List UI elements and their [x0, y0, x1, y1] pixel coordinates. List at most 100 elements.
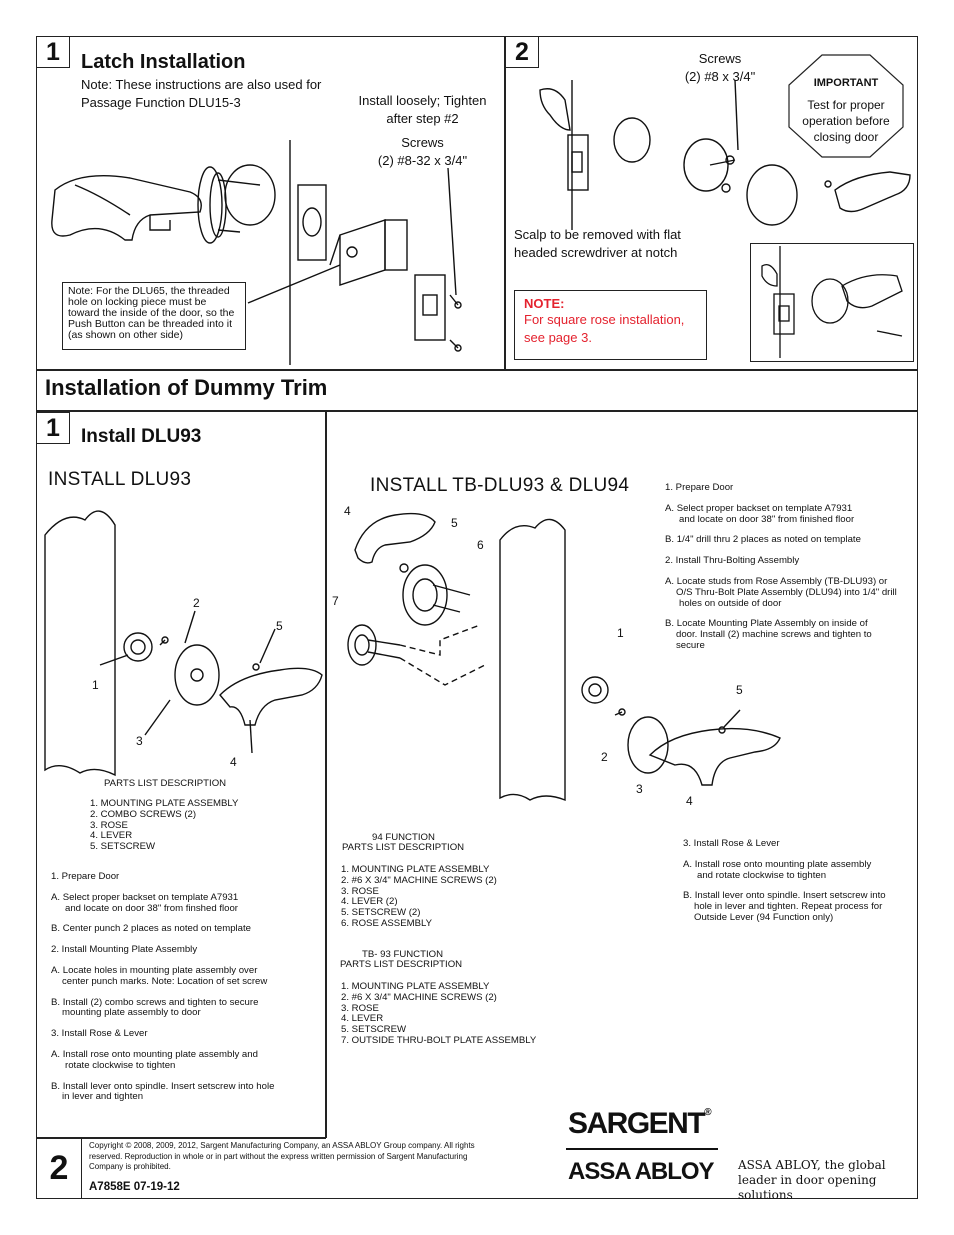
screws2-spec: (2) #8 x 3/4"	[684, 69, 756, 84]
tb93-parts-list: 1. MOUNTING PLATE ASSEMBLY 2. #6 X 3/4" …	[341, 981, 536, 1047]
instr-line: and rotate clockwise to tighten	[697, 869, 827, 881]
f94-heading2: PARTS LIST DESCRIPTION	[342, 842, 465, 853]
instr-line: mounting plate assembly to door	[62, 1007, 201, 1019]
dummy-trim-heading: Installation of Dummy Trim	[45, 375, 328, 400]
left-callout-5: 5	[276, 619, 283, 633]
instr-line: 1. Prepare Door	[665, 482, 734, 493]
important-text: Test for proper operation before closing…	[802, 98, 890, 144]
latch-installation-illustration	[51, 140, 462, 365]
instr-line: B. Install lever onto spindle. Insert se…	[51, 1080, 275, 1092]
square-rose-note-box: NOTE: For square rose installation, see …	[514, 290, 707, 360]
install-loosely-text: Install loosely; Tighten after step #2	[358, 93, 487, 126]
assa-abloy-logo: ASSA ABLOY	[568, 1158, 715, 1185]
instr-line: rotate clockwise to tighten	[65, 1059, 176, 1071]
left-part-item: 3. ROSE	[90, 819, 128, 831]
instr-line: Outside Lever (94 Function only)	[694, 911, 834, 923]
instr-line: door. Install (2) machine screws and tig…	[676, 629, 872, 641]
f94-part-item: 6. ROSE ASSEMBLY	[341, 917, 432, 929]
important-title: IMPORTANT	[813, 77, 879, 89]
instr-line: B. Install lever onto spindle. Insert se…	[683, 890, 886, 902]
dlu65-note-text: Note: For the DLU65, the threaded hole o…	[68, 285, 235, 341]
instr-line: A. Select proper backset on template A79…	[665, 502, 853, 514]
instr-line: A. Select proper backset on template A79…	[51, 891, 239, 903]
f94-part-item: 1. MOUNTING PLATE ASSEMBLY	[341, 864, 490, 875]
instr-line: in lever and tighten	[62, 1091, 144, 1103]
tb93-part-item: 5. SETSCREW	[341, 1024, 407, 1036]
instr-line: center punch marks. Note: Location of se…	[62, 975, 268, 987]
screws-label: Screws	[401, 135, 444, 150]
f94-part-item: 4. LEVER (2)	[341, 896, 398, 908]
sargent-logo-text: SARGENT	[568, 1107, 706, 1140]
tb93-part-item: 1. MOUNTING PLATE ASSEMBLY	[341, 981, 490, 992]
instr-line: holes on outside of door	[679, 597, 782, 609]
square-rose-inset-illustration	[761, 246, 903, 358]
left-callout-1: 1	[92, 678, 99, 692]
dlu65-note-box: Note: For the DLU65, the threaded hole o…	[62, 282, 246, 350]
right-callout-3: 3	[636, 782, 643, 796]
instr-line: B. Locate Mounting Plate Assembly on ins…	[665, 618, 868, 630]
instr-line: and locate on door 38" from finished flo…	[679, 513, 855, 525]
right-callout-7: 7	[332, 594, 339, 608]
instr-line: 1. Prepare Door	[51, 871, 120, 882]
instr-line: A. Locate studs from Rose Assembly (TB-D…	[665, 575, 888, 587]
page-frame	[36, 36, 918, 1199]
instr-line: and locate on door 38" from finshed floo…	[65, 902, 239, 914]
dlu93-exploded-illustration	[44, 510, 323, 777]
tb-dlu93-lever-illustration	[648, 709, 781, 786]
step-number-1: 1	[36, 36, 70, 68]
tb93-heading2: PARTS LIST DESCRIPTION	[340, 959, 463, 970]
instr-line: B. Install (2) combo screws and tighten …	[51, 996, 259, 1008]
instr-line: 3. Install Rose & Lever	[683, 838, 780, 849]
tb93-heading1: TB- 93 FUNCTION	[362, 949, 444, 960]
left-part-item: 1. MOUNTING PLATE ASSEMBLY	[90, 798, 239, 809]
divider-v-dummy	[325, 410, 327, 1138]
right-callout-2: 2	[601, 750, 608, 764]
instr-line: A. Install rose onto mounting plate asse…	[683, 858, 872, 870]
tb93-part-item: 2. #6 X 3/4" MACHINE SCREWS (2)	[341, 991, 497, 1003]
left-part-item: 2. COMBO SCREWS (2)	[90, 808, 197, 820]
right-callout-5b: 5	[736, 683, 743, 697]
right-install-title: INSTALL TB-DLU93 & DLU94	[370, 475, 630, 496]
left-callout-3: 3	[136, 734, 143, 748]
tb93-part-item: 3. ROSE	[341, 1002, 379, 1014]
divider-heading	[36, 410, 918, 412]
document-id: A7858E 07-19-12	[89, 1181, 180, 1193]
logo-rule	[566, 1148, 718, 1150]
tb-dlu93-exploded-illustration	[347, 512, 669, 802]
f94-heading1: 94 FUNCTION	[372, 832, 435, 843]
install-dlu93-title: Install DLU93	[81, 426, 202, 447]
copyright-text: Copyright © 2008, 2009, 2012, Sargent Ma…	[89, 1141, 475, 1171]
left-part-item: 4. LEVER	[90, 830, 133, 842]
left-part-item: 5. SETSCREW	[90, 841, 156, 853]
page-number: 2	[36, 1137, 82, 1199]
important-octagon	[788, 54, 904, 158]
instr-line: B. 1/4" drill thru 2 places as noted on …	[665, 534, 861, 546]
left-callout-2: 2	[193, 596, 200, 610]
right-callout-5: 5	[451, 516, 458, 530]
divider-v-top	[504, 36, 506, 370]
right-callout-4: 4	[344, 504, 351, 518]
left-instructions: 1. Prepare Door A. Select proper backset…	[51, 871, 275, 1103]
instr-line: B. Center punch 2 places as noted on tem…	[51, 923, 251, 935]
f94-part-item: 3. ROSE	[341, 885, 379, 897]
instr-line: O/S Thru-Bolt Plate Assembly (DLU94) int…	[676, 586, 897, 598]
inset-box	[750, 243, 914, 362]
left-parts-list: 1. MOUNTING PLATE ASSEMBLY 2. COMBO SCRE…	[90, 798, 239, 853]
f94-parts-list: 1. MOUNTING PLATE ASSEMBLY 2. #6 X 3/4" …	[341, 864, 497, 930]
divider-top	[36, 369, 918, 371]
right-instructions-bottom: 3. Install Rose & Lever A. Install rose …	[683, 838, 913, 924]
scalp-note: Scalp to be removed with flat headed scr…	[514, 227, 681, 260]
step-number-2: 2	[505, 36, 539, 68]
latch-installation-title: Latch Installation	[81, 51, 246, 73]
sargent-logo: SARGENT®	[568, 1107, 712, 1141]
right-callout-4b: 4	[686, 794, 693, 808]
dummy-step-number: 1	[36, 412, 70, 444]
left-callout-4: 4	[230, 755, 237, 769]
left-install-title: INSTALL DLU93	[48, 469, 192, 490]
latch-note: Note: These instructions are also used f…	[81, 77, 322, 110]
screws2-label: Screws	[698, 51, 742, 66]
instr-line: 2. Install Mounting Plate Assembly	[51, 944, 198, 956]
instr-line: 3. Install Rose & Lever	[51, 1028, 148, 1040]
instr-line: A. Install rose onto mounting plate asse…	[51, 1048, 258, 1060]
divider-footer	[36, 1137, 326, 1139]
